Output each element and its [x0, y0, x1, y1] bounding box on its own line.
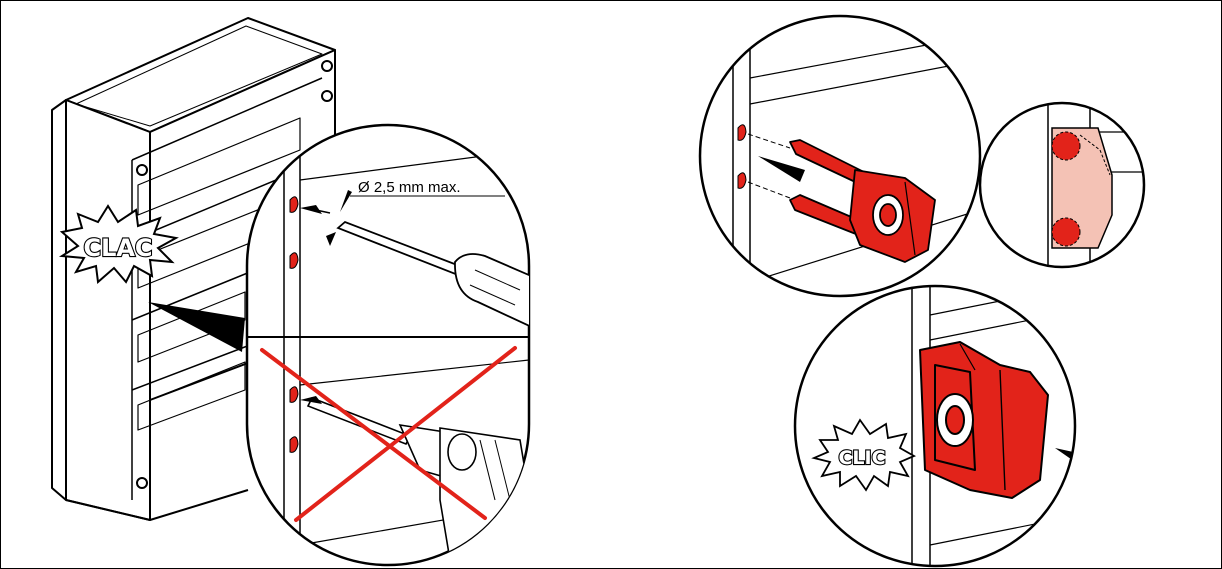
arrow-icon: [148, 302, 245, 352]
sound-burst-clac: CLAC: [58, 204, 179, 284]
detail-circle-section: [978, 101, 1146, 269]
screwdriver-icon: [336, 220, 529, 332]
detail-circle-insert: [698, 14, 982, 298]
clip-icon: [789, 139, 936, 263]
clac-label: CLAC: [83, 234, 152, 262]
arrow-icon: [1055, 448, 1075, 482]
dimension-label: Ø 2,5 mm max.: [358, 179, 461, 196]
prohibited-cross-icon: [260, 346, 517, 522]
clip-icon: [919, 341, 1049, 499]
sound-burst-clic: CLIC: [811, 418, 917, 492]
detail-oval: [245, 123, 531, 567]
detail-circle-clic: [793, 284, 1077, 568]
arrow-icon: [758, 156, 805, 182]
clic-label: CLIC: [838, 447, 885, 469]
